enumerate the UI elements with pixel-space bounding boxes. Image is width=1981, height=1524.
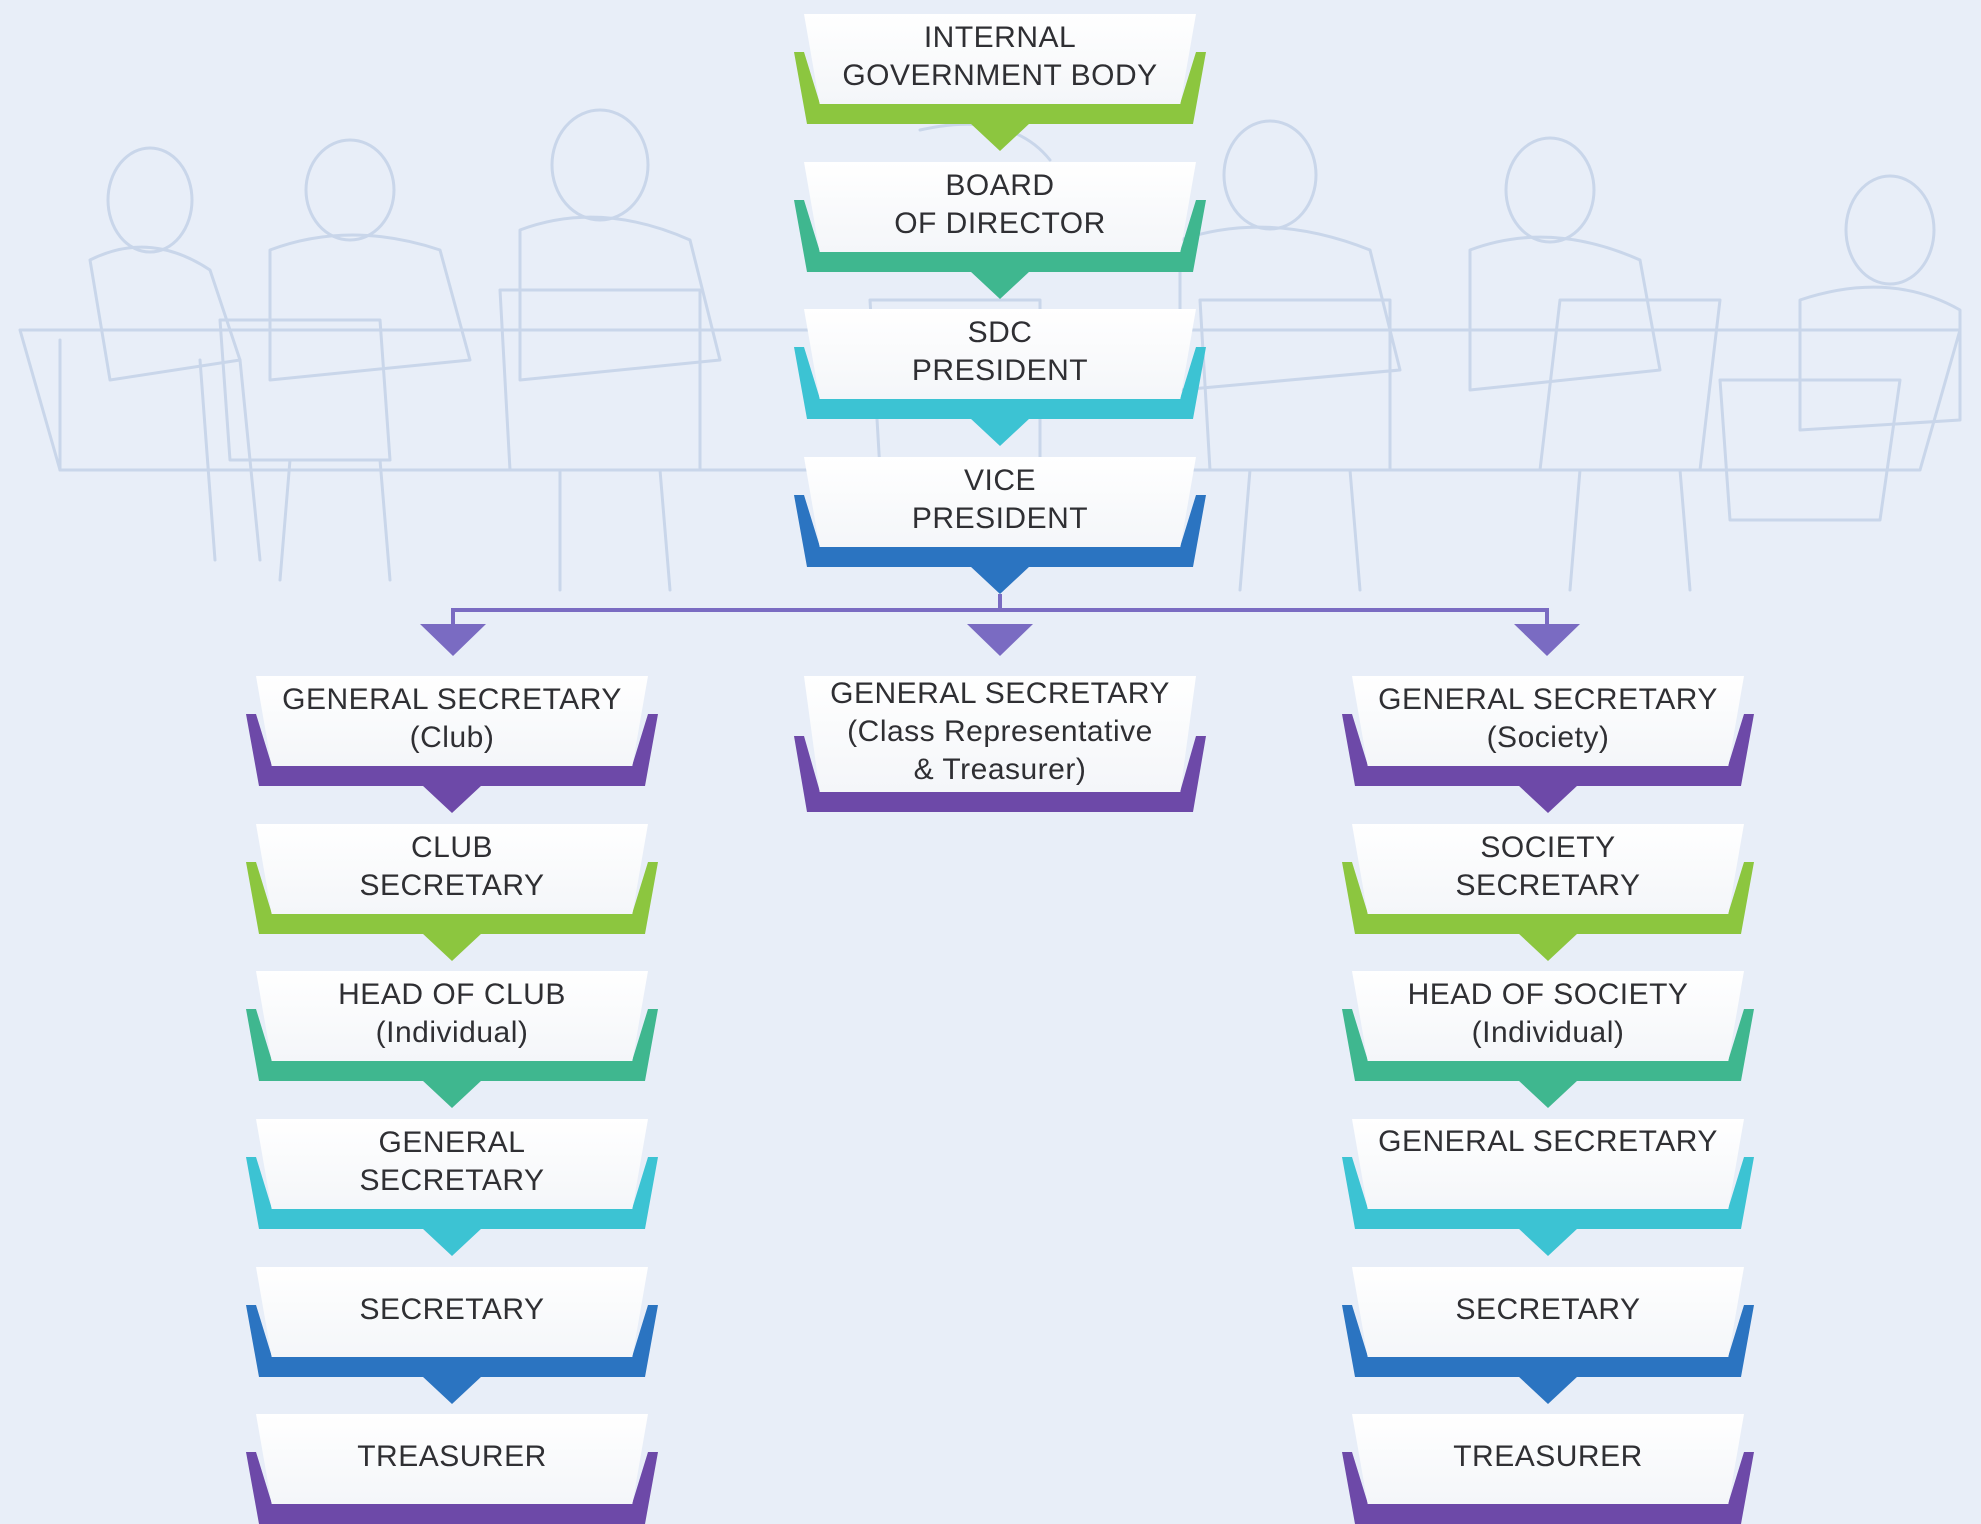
- node-card: GENERAL SECRETARY: [1352, 1119, 1744, 1209]
- node-card: SDC PRESIDENT: [804, 309, 1196, 399]
- node-card: TREASURER: [256, 1414, 648, 1504]
- node-label: CLUB SECRETARY: [359, 831, 545, 902]
- node-card: GENERAL SECRETARY (Society): [1352, 676, 1744, 766]
- arrow-down: [420, 624, 486, 656]
- node-sdc-president: SDC PRESIDENT: [794, 309, 1206, 419]
- node-card: GENERAL SECRETARY (Club): [256, 676, 648, 766]
- node-label: SOCIETY SECRETARY: [1455, 831, 1641, 902]
- arrow-down: [422, 1080, 482, 1108]
- node-card: CLUB SECRETARY: [256, 824, 648, 914]
- node-label: SECRETARY: [1455, 1293, 1641, 1326]
- node-card: HEAD OF SOCIETY (Individual): [1352, 971, 1744, 1061]
- node-label: HEAD OF SOCIETY (Individual): [1407, 978, 1689, 1049]
- node-general-secretary-society: GENERAL SECRETARY (Society): [1342, 676, 1754, 786]
- node-label: VICE PRESIDENT: [911, 464, 1089, 535]
- node-general-secretary-class-representative: GENERAL SECRETARY (Class Representative …: [794, 676, 1206, 812]
- node-card: SECRETARY: [256, 1267, 648, 1357]
- node-label: INTERNAL GOVERNMENT BODY: [842, 21, 1158, 92]
- node-label: TREASURER: [1453, 1440, 1643, 1473]
- arrow-down: [1518, 1080, 1578, 1108]
- node-label: SDC PRESIDENT: [911, 316, 1089, 387]
- arrow-down: [1518, 933, 1578, 961]
- arrow-down: [970, 271, 1030, 299]
- node-card: VICE PRESIDENT: [804, 457, 1196, 547]
- arrow-down: [422, 933, 482, 961]
- arrow-down: [1518, 785, 1578, 813]
- node-card: SOCIETY SECRETARY: [1352, 824, 1744, 914]
- node-head-of-club: HEAD OF CLUB (Individual): [246, 971, 658, 1081]
- arrow-down: [422, 785, 482, 813]
- arrow-down: [970, 418, 1030, 446]
- node-card: GENERAL SECRETARY (Class Representative …: [804, 676, 1196, 792]
- node-label: HEAD OF CLUB (Individual): [338, 978, 566, 1049]
- node-label: GENERAL SECRETARY (Class Representative …: [830, 677, 1170, 786]
- node-card: HEAD OF CLUB (Individual): [256, 971, 648, 1061]
- node-internal-government-body: INTERNAL GOVERNMENT BODY: [794, 14, 1206, 124]
- node-label: GENERAL SECRETARY: [359, 1126, 545, 1197]
- node-card: INTERNAL GOVERNMENT BODY: [804, 14, 1196, 104]
- node-society-secretary: SOCIETY SECRETARY: [1342, 824, 1754, 934]
- arrow-down: [1518, 1228, 1578, 1256]
- arrow-down: [967, 624, 1033, 656]
- node-card: GENERAL SECRETARY: [256, 1119, 648, 1209]
- connector-line: [451, 608, 1549, 612]
- node-label: BOARD OF DIRECTOR: [894, 169, 1106, 240]
- arrow-down: [1514, 624, 1580, 656]
- arrow-down: [422, 1376, 482, 1404]
- node-label: SECRETARY: [359, 1293, 545, 1326]
- node-card: SECRETARY: [1352, 1267, 1744, 1357]
- node-club-secretary-2: SECRETARY: [246, 1267, 658, 1377]
- node-club-treasurer: TREASURER: [246, 1414, 658, 1524]
- node-club-general-secretary: GENERAL SECRETARY: [246, 1119, 658, 1229]
- node-label: GENERAL SECRETARY (Society): [1378, 683, 1718, 754]
- connector-stem: [998, 594, 1002, 612]
- connector-drop-left: [451, 608, 455, 626]
- node-club-secretary: CLUB SECRETARY: [246, 824, 658, 934]
- node-general-secretary-club: GENERAL SECRETARY (Club): [246, 676, 658, 786]
- node-card: TREASURER: [1352, 1414, 1744, 1504]
- node-label: TREASURER: [357, 1440, 547, 1473]
- arrow-down: [1518, 1376, 1578, 1404]
- node-society-treasurer: TREASURER: [1342, 1414, 1754, 1524]
- node-society-general-secretary: GENERAL SECRETARY: [1342, 1119, 1754, 1229]
- node-card: BOARD OF DIRECTOR: [804, 162, 1196, 252]
- arrow-down: [970, 566, 1030, 594]
- node-society-secretary-2: SECRETARY: [1342, 1267, 1754, 1377]
- connector-drop-right: [1545, 608, 1549, 626]
- arrow-down: [970, 123, 1030, 151]
- node-vice-president: VICE PRESIDENT: [794, 457, 1206, 567]
- node-board-of-director: BOARD OF DIRECTOR: [794, 162, 1206, 272]
- node-label: GENERAL SECRETARY (Club): [282, 683, 622, 754]
- node-label: GENERAL SECRETARY: [1378, 1125, 1718, 1158]
- arrow-down: [422, 1228, 482, 1256]
- node-head-of-society: HEAD OF SOCIETY (Individual): [1342, 971, 1754, 1081]
